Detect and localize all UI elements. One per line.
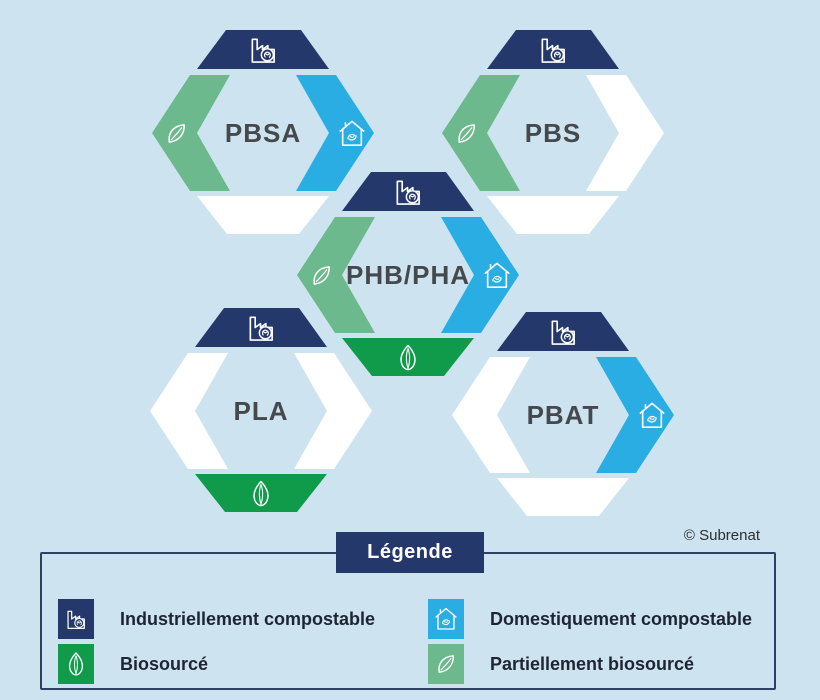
legend-item-domestic: Domestiquement compostable bbox=[428, 599, 752, 639]
segment-partially-biosourced bbox=[452, 357, 530, 473]
hexagon-pbs: PBS bbox=[442, 30, 664, 234]
home-compost-icon bbox=[428, 599, 464, 639]
polymer-label: PBSA bbox=[224, 118, 302, 148]
factory-icon bbox=[58, 599, 94, 639]
segment-biosourced bbox=[342, 338, 474, 376]
segment-partially-biosourced bbox=[442, 75, 520, 191]
segment-domestically-compostable bbox=[296, 75, 374, 191]
segment-domestically-compostable bbox=[294, 353, 372, 469]
segment-partially-biosourced bbox=[150, 353, 228, 469]
segment-biosourced bbox=[497, 478, 629, 516]
leaf-full-icon bbox=[58, 644, 94, 684]
leaf-partial-icon bbox=[428, 644, 464, 684]
legend-title: Légende bbox=[336, 532, 484, 573]
legend-item-partially-biosourced: Partiellement biosourcé bbox=[428, 644, 694, 684]
copyright-credit: © Subrenat bbox=[683, 527, 760, 544]
legend-item-label: Industriellement compostable bbox=[120, 608, 376, 629]
legend-item-industrial: Industriellement compostable bbox=[58, 599, 375, 639]
segment-biosourced bbox=[197, 196, 329, 234]
segment-domestically-compostable bbox=[596, 357, 674, 473]
polymer-label: PBAT bbox=[526, 400, 600, 430]
polymer-label: PHB/PHA bbox=[345, 260, 470, 290]
legend-item-label: Biosourcé bbox=[120, 653, 209, 674]
segment-partially-biosourced bbox=[152, 75, 230, 191]
polymer-label: PBS bbox=[524, 118, 582, 148]
segment-domestically-compostable bbox=[586, 75, 664, 191]
hexagon-pbat: PBAT bbox=[452, 312, 674, 516]
hexagon-pbsa: PBSA bbox=[152, 30, 374, 234]
segment-partially-biosourced bbox=[297, 217, 375, 333]
segment-biosourced bbox=[487, 196, 619, 234]
legend-item-label: Partiellement biosourcé bbox=[490, 653, 695, 674]
hexagon-phb-pha: PHB/PHA bbox=[297, 172, 519, 376]
legend-item-biosourced: Biosourcé bbox=[58, 644, 208, 684]
polymer-label: PLA bbox=[233, 396, 289, 426]
hexagon-pla: PLA bbox=[150, 308, 372, 512]
segment-biosourced bbox=[195, 474, 327, 512]
legend-item-label: Domestiquement compostable bbox=[490, 608, 753, 629]
segment-domestically-compostable bbox=[441, 217, 519, 333]
